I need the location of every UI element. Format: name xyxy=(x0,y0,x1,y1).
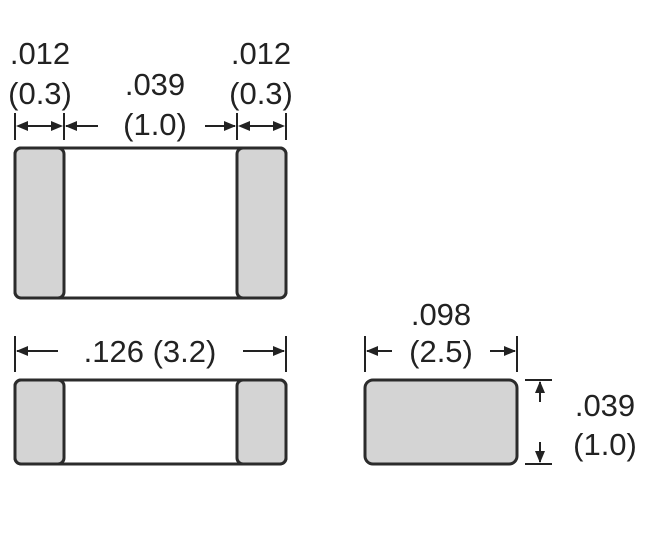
top-view-terminal-right xyxy=(235,146,288,300)
terminal-right-dimension-arrows xyxy=(238,121,285,131)
terminal-right-inch-label: .012 xyxy=(231,36,291,71)
width-inch-label: .098 xyxy=(411,297,471,332)
length-dimension-arrows xyxy=(14,336,287,372)
width-mm-label: (2.5) xyxy=(409,334,473,369)
height-mm-label: (1.0) xyxy=(573,427,637,462)
side-view xyxy=(13,378,288,466)
gap-dimension-arrows xyxy=(65,121,236,131)
side-view-terminal-right xyxy=(235,378,288,466)
terminal-left-dimension-arrows xyxy=(16,121,63,131)
top-view xyxy=(13,146,288,300)
height-dimension-arrows xyxy=(525,379,552,465)
top-extension-lines xyxy=(14,113,287,140)
top-view-terminal-left xyxy=(13,146,66,300)
terminal-left-mm-label: (0.3) xyxy=(8,76,72,111)
gap-mm-label: (1.0) xyxy=(123,107,187,142)
height-inch-label: .039 xyxy=(575,388,635,423)
side-view-terminal-left xyxy=(13,378,66,466)
terminal-left-inch-label: .012 xyxy=(10,36,70,71)
gap-inch-label: .039 xyxy=(125,67,185,102)
width-dimension-arrows xyxy=(364,336,518,372)
end-view-body xyxy=(363,378,519,466)
terminal-right-mm-label: (0.3) xyxy=(229,76,293,111)
length-label: .126 (3.2) xyxy=(84,334,217,369)
